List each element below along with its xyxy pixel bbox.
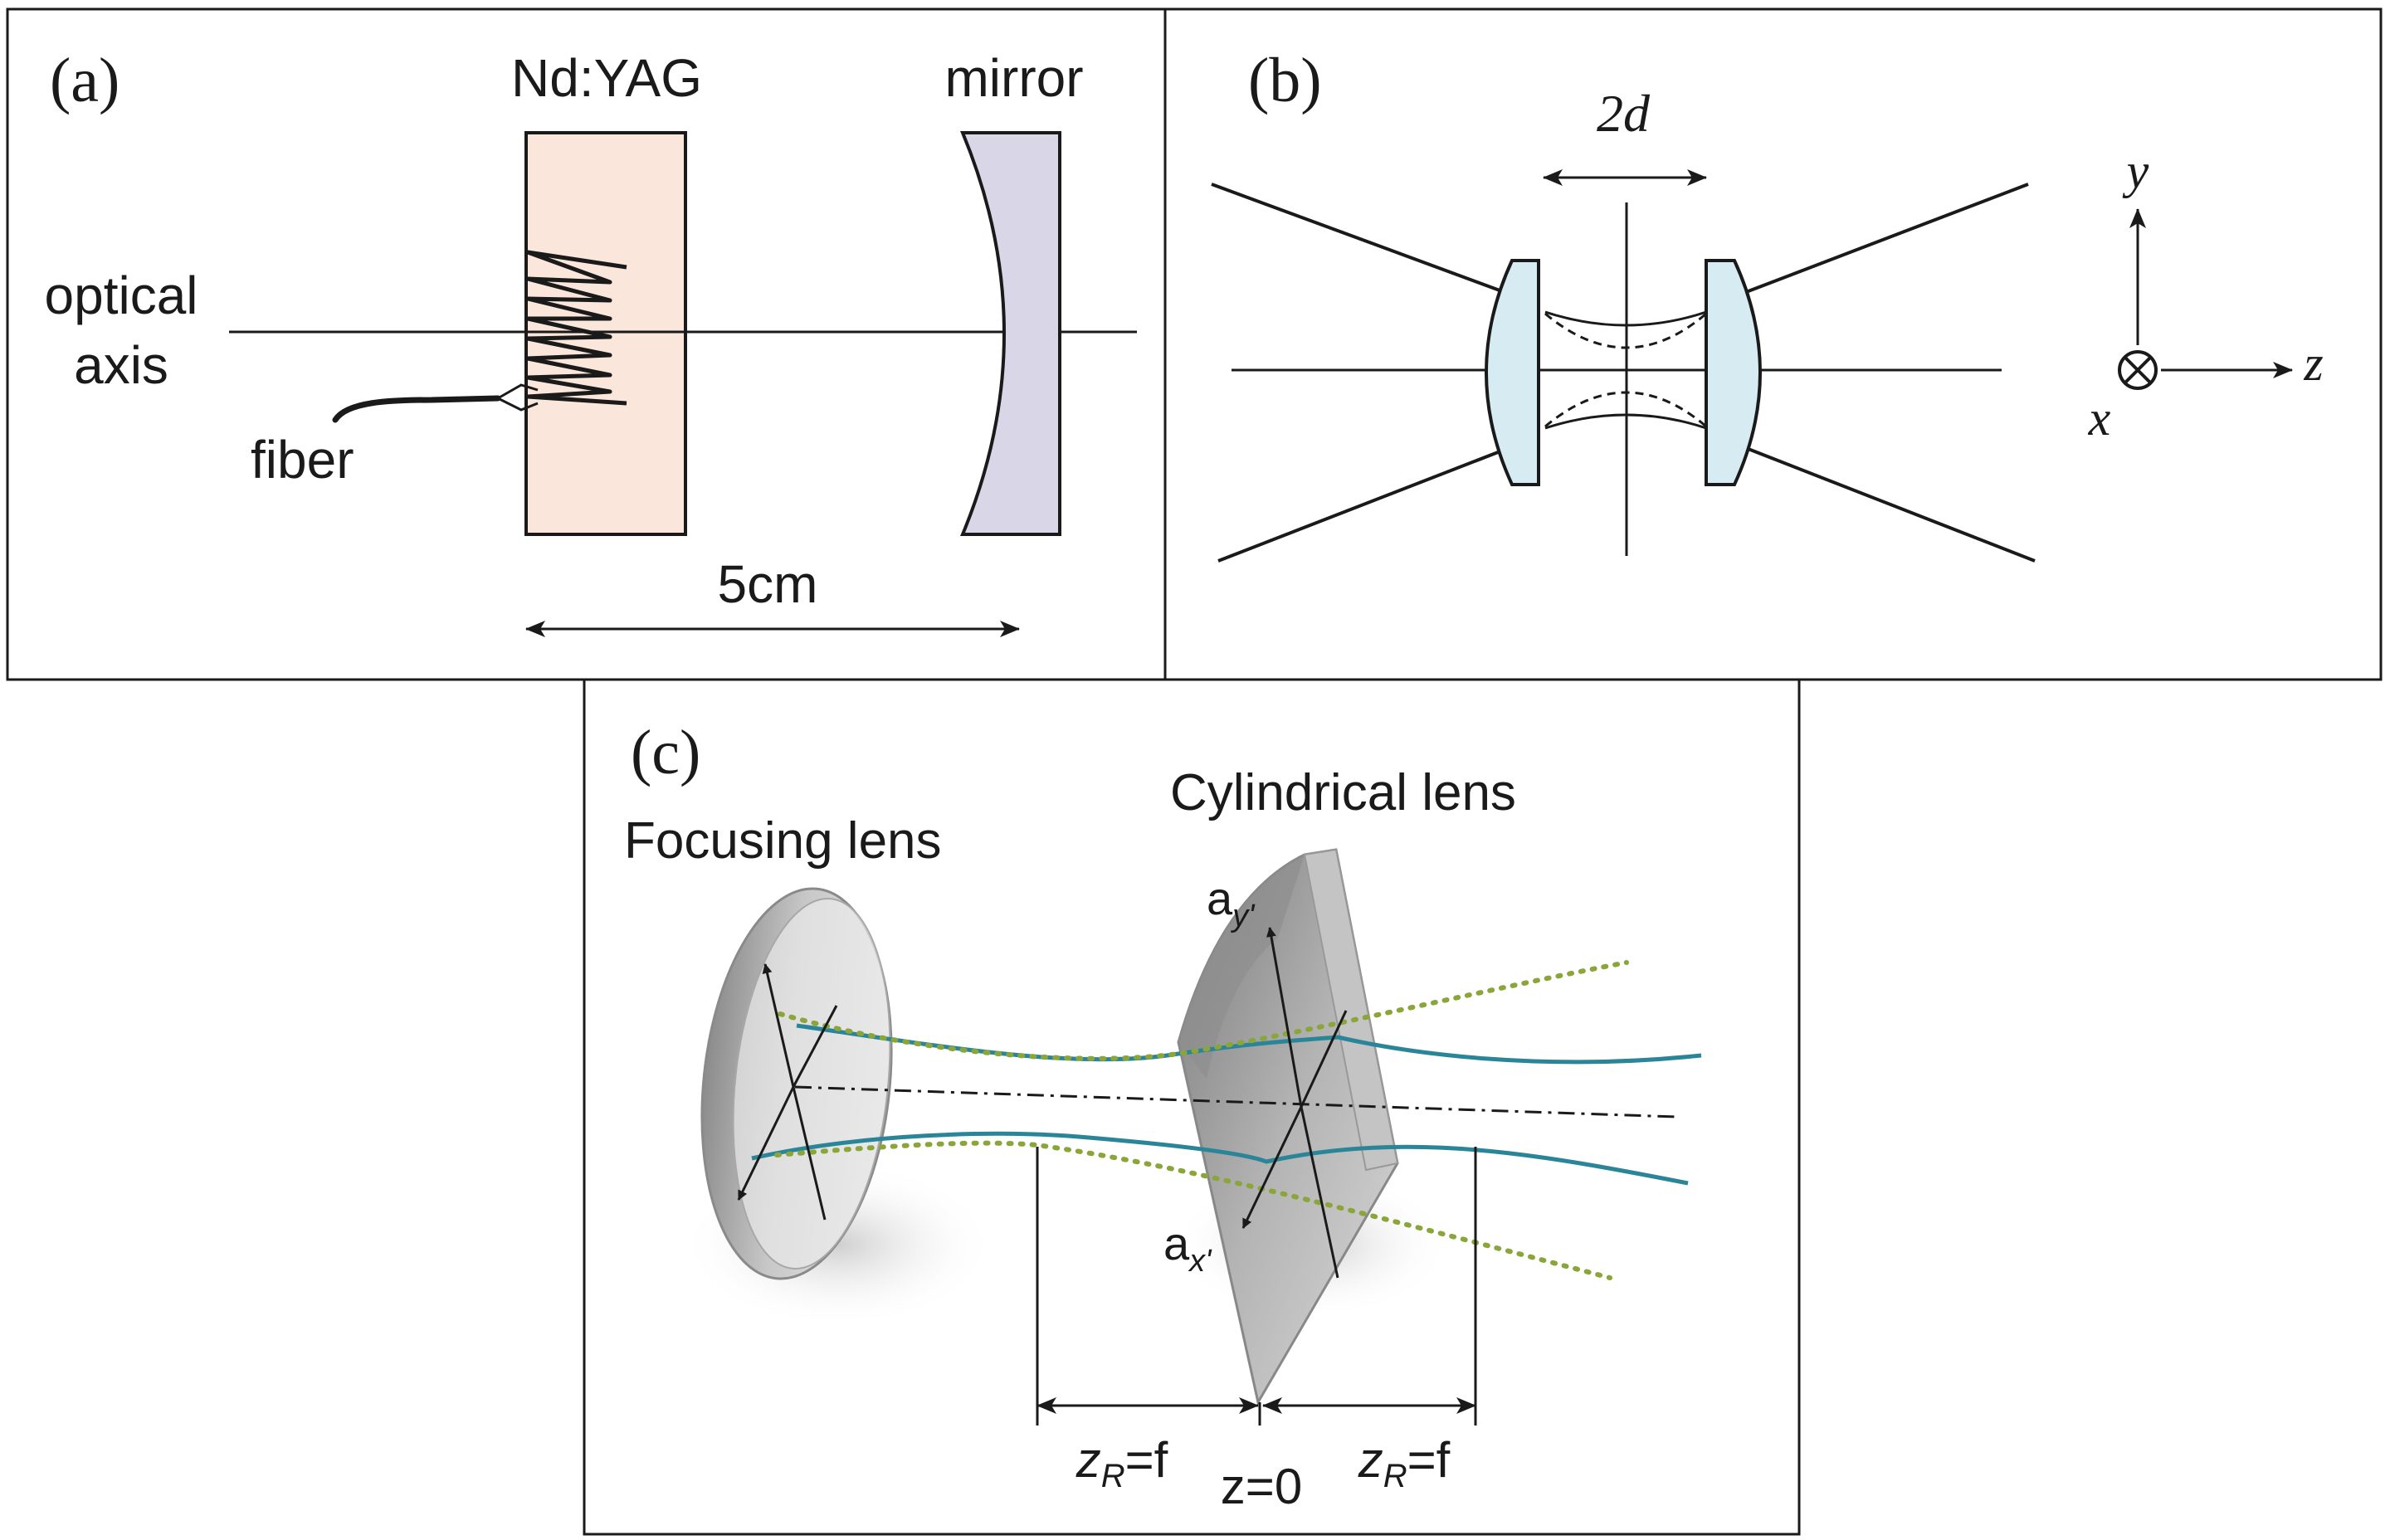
cyl-axis-4 [1300,1010,1348,1108]
fiber-label: fiber [251,430,354,490]
fiber-taper [497,383,539,412]
lens-right [1705,259,1762,486]
panel-b: (b) 2d y z x [1163,7,2383,681]
beam-envelope-lower-teal [751,1131,1689,1186]
fiber-coil [525,250,627,406]
beam-line-lower-left [1217,446,1510,563]
beam-waist-dashed-lower [1544,391,1707,428]
nd-yag-crystal [524,131,687,536]
axis-y-label: y [2122,144,2149,198]
beam-line-upper-right [1745,183,2029,294]
cyl-axis-ax [1241,1106,1303,1229]
distance-label: 5cm [718,554,818,614]
beam-waist-upper [1544,310,1707,327]
beam-envelope-upper-teal [796,1023,1702,1065]
crystal-label: Nd:YAG [511,48,702,108]
beam-envelope-upper-green [778,960,1629,1061]
cyl-axis-3 [1300,1106,1339,1279]
focusing-axis-4 [792,1005,838,1088]
focusing-axis-3 [792,1086,827,1221]
focusing-axis-2 [737,1086,795,1201]
beam-waist-dashed-upper [1544,312,1707,349]
z0-label: z=0 [1221,1459,1302,1514]
beam-envelope-lower-green [774,1140,1612,1280]
beam-axis [794,1085,1677,1118]
cylindrical-lens-label: Cylindrical lens [1170,764,1516,821]
axis-label-line1: optical [45,266,198,325]
panel-a-label: (a) [50,46,120,115]
beam-line-lower-right [1745,446,2036,563]
focusing-lens-label: Focusing lens [624,812,942,870]
cylindrical-lens [1177,848,1399,1406]
axis-x-label: x [2088,391,2111,446]
beam-waist-lower [1544,413,1707,430]
panel-c: (c) Focusing lens Cylindrical lens [583,678,1801,1536]
panel-a: (a) Nd:YAG optical axis fiber mirror 5cm [6,7,1167,681]
panel-b-label: (b) [1248,46,1322,115]
zr-right-label: zR=f [1358,1432,1451,1494]
separation-label: 2d [1597,84,1651,143]
ax-label: ax' [1163,1217,1212,1279]
beam-line-upper-left [1211,183,1510,295]
axis-label-line2: axis [74,335,168,395]
concave-mirror [960,131,1061,536]
lens-left [1485,259,1540,486]
mirror-label: mirror [944,48,1083,108]
cross-in-circle-icon [2118,350,2158,390]
panel-b-frame [1163,7,2383,681]
panel-c-frame [583,678,1801,1536]
zr-left-label: zR=f [1076,1432,1168,1494]
ay-label: ay' [1207,872,1256,933]
focusing-axis-1 [762,963,795,1088]
fiber-cable [332,395,501,423]
cyl-axis-ay [1266,927,1303,1108]
axis-z-label: z [2303,336,2323,391]
panel-c-label: (c) [631,718,700,787]
